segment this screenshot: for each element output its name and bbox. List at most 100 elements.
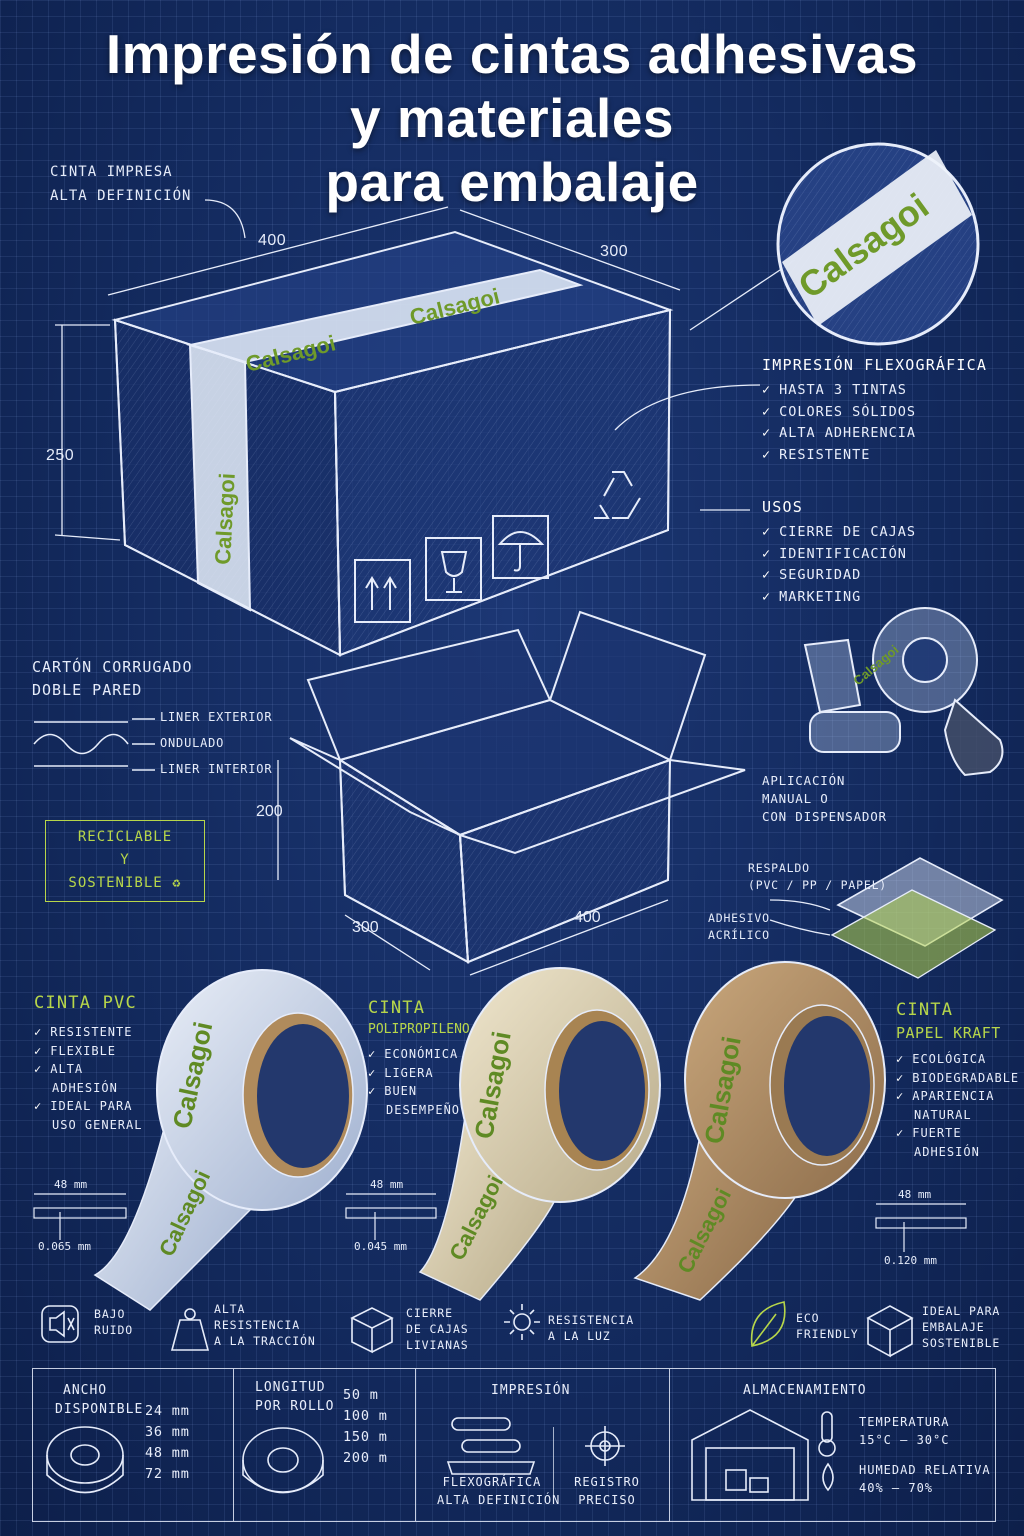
- length-header-2: POR ROLLO: [255, 1399, 335, 1414]
- storage-heading: ALMACENAMIENTO: [743, 1383, 867, 1398]
- feature-line: RUIDO: [94, 1323, 134, 1337]
- registration-caption-line: PRECISO: [578, 1493, 636, 1507]
- flexo-item: COLORES SÓLIDOS: [762, 402, 987, 424]
- flexo-item: ALTA ADHERENCIA: [762, 423, 987, 445]
- tape-dispenser-icon: [803, 607, 1004, 777]
- feature-line: RESISTENCIA: [214, 1318, 301, 1332]
- feature-icon-shapes: [41, 1301, 914, 1358]
- feature-line: RESISTENCIA: [548, 1313, 635, 1327]
- dispenser-line-3: CON DISPENSADOR: [762, 809, 887, 824]
- uses-item: IDENTIFICACIÓN: [762, 544, 916, 566]
- dispenser-caption: APLICACIÓN MANUAL O CON DISPENSADOR: [762, 772, 887, 826]
- thermometer-icon: [818, 1411, 836, 1457]
- feature-item: RESISTENTE: [34, 1023, 142, 1042]
- tape-pvc-width: 48 mm: [54, 1178, 88, 1191]
- temperature-value: 15°C – 30°C: [859, 1433, 950, 1447]
- tape-pvc-section: CINTA PVC RESISTENTE FLEXIBLE ALTA ADHES…: [34, 993, 142, 1134]
- recyclable-badge: RECICLABLE Y SOSTENIBLE ♻: [45, 820, 205, 902]
- feature-low-noise: BAJO RUIDO: [94, 1306, 133, 1338]
- tape-pp-thickness: 0.045 mm: [354, 1240, 407, 1253]
- warehouse-icon: [691, 1409, 809, 1501]
- title-line-3: para embalaje: [325, 151, 699, 213]
- flexo-heading: IMPRESIÓN FLEXOGRÁFICA: [762, 356, 988, 374]
- sun-icon: [504, 1304, 540, 1340]
- feature-item: IDEAL PARA: [34, 1097, 142, 1116]
- tape-pp-width: 48 mm: [370, 1178, 404, 1191]
- table-divider: [415, 1369, 416, 1521]
- kraft-tape-roll: [633, 961, 886, 1301]
- feature-item: FLEXIBLE: [34, 1042, 142, 1061]
- recyclable-line-3-text: SOSTENIBLE: [68, 875, 163, 891]
- tape-pvc-title: CINTA PVC: [34, 993, 137, 1013]
- package-icon: [866, 1305, 914, 1358]
- feature-line: IDEAL PARA: [922, 1304, 1001, 1318]
- feature-line: FRIENDLY: [796, 1327, 859, 1341]
- adhesive-line-2: ACRÍLICO: [708, 928, 770, 942]
- printed-tape-callout: CINTA IMPRESA ALTA DEFINICIÓN: [50, 162, 191, 206]
- width-values: 24 mm 36 mm 48 mm 72 mm: [145, 1401, 190, 1485]
- tape-brand-front: Calsagoi: [210, 472, 240, 565]
- feature-eco: ECO FRIENDLY: [796, 1310, 859, 1342]
- backing-caption: RESPALDO (PVC / PP / PAPEL): [748, 860, 887, 894]
- dim-box-width: 400: [258, 232, 286, 249]
- tape-roll-length-icon: [242, 1427, 324, 1494]
- temperature-label: TEMPERATURA: [859, 1415, 950, 1429]
- humidity-block: HUMEDAD RELATIVA 40% – 70%: [859, 1461, 991, 1497]
- recycle-icon: [594, 471, 641, 519]
- dim-open-height: 200: [256, 803, 283, 820]
- width-header-1: ANCHO: [63, 1383, 108, 1398]
- page-title: Impresión de cintas adhesivas y material…: [0, 22, 1024, 214]
- feature-item: APARIENCIA: [896, 1087, 1019, 1106]
- corrugated-layers-diagram: [33, 718, 155, 771]
- uses-list: CIERRE DE CAJAS IDENTIFICACIÓN SEGURIDAD…: [762, 522, 916, 608]
- spec-table: ANCHO DISPONIBLE 24 mm 36 mm 48 mm 72 mm…: [32, 1368, 996, 1522]
- handling-symbols: [354, 515, 549, 623]
- title-line-2: y materiales: [350, 87, 674, 149]
- tape-pp-title-2: POLIPROPILENO: [368, 1022, 470, 1037]
- feature-item: ECOLÓGICA: [896, 1050, 1019, 1069]
- feature-item-cont: ADHESIÓN: [914, 1144, 980, 1159]
- dispenser-line-2: MANUAL O: [762, 791, 829, 806]
- weight-icon: [170, 1308, 210, 1351]
- feature-item-cont: DESEMPEÑO: [386, 1102, 461, 1117]
- flexo-caption-line: FLEXOGRÁFICA: [442, 1475, 542, 1489]
- feature-item: BUEN: [368, 1082, 470, 1101]
- width-value: 72 mm: [145, 1466, 190, 1482]
- tape-kraft-thickness: 0.120 mm: [884, 1254, 937, 1267]
- pvc-tape-roll: [93, 969, 368, 1311]
- title-line-1: Impresión de cintas adhesivas: [105, 23, 919, 85]
- layer-ondulado: ONDULADO: [160, 736, 225, 750]
- feature-line: A LA TRACCIÓN: [214, 1334, 316, 1348]
- feature-light-resistance: RESISTENCIA A LA LUZ: [548, 1312, 634, 1344]
- open-box: [289, 610, 746, 964]
- printing-heading: IMPRESIÓN: [491, 1383, 571, 1398]
- width-value: 24 mm: [145, 1403, 190, 1419]
- recyclable-line-2: Y: [120, 852, 130, 868]
- uses-section: USOS CIERRE DE CAJAS IDENTIFICACIÓN SEGU…: [762, 498, 916, 608]
- uses-item: MARKETING: [762, 587, 916, 609]
- dim-box-height: 250: [46, 447, 74, 464]
- tape-pp-section: CINTA POLIPROPILENO ECONÓMICA LIGERA BUE…: [368, 998, 470, 1119]
- flexo-press-icon: [446, 1417, 536, 1475]
- tape-kraft-features: ECOLÓGICA BIODEGRADABLE APARIENCIA NATUR…: [896, 1050, 1019, 1161]
- box-icon: [350, 1307, 394, 1354]
- dim-box-depth: 300: [600, 243, 628, 260]
- feature-item: LIGERA: [368, 1064, 470, 1083]
- layer-sheet-icon: [769, 857, 1004, 979]
- feature-item: FUERTE: [896, 1124, 1019, 1143]
- tape-kraft-width: 48 mm: [898, 1188, 932, 1201]
- uses-item: SEGURIDAD: [762, 565, 916, 587]
- feature-line: A LA LUZ: [548, 1329, 611, 1343]
- registration-caption-line: REGISTRO: [574, 1475, 640, 1489]
- feature-line: BAJO: [94, 1307, 126, 1321]
- corrugated-title: CARTÓN CORRUGADO DOBLE PARED: [32, 656, 193, 702]
- recyclable-line-3: SOSTENIBLE ♻: [46, 872, 204, 895]
- printing-inner-divider: [553, 1427, 554, 1503]
- adhesive-line-1: ADHESIVO: [708, 911, 770, 925]
- feature-item: BIODEGRADABLE: [896, 1069, 1019, 1088]
- width-value: 48 mm: [145, 1445, 190, 1461]
- length-value: 200 m: [343, 1450, 388, 1466]
- recycle-icon: ♻: [172, 875, 182, 891]
- flexo-item: RESISTENTE: [762, 445, 987, 467]
- temperature-block: TEMPERATURA 15°C – 30°C: [859, 1413, 949, 1449]
